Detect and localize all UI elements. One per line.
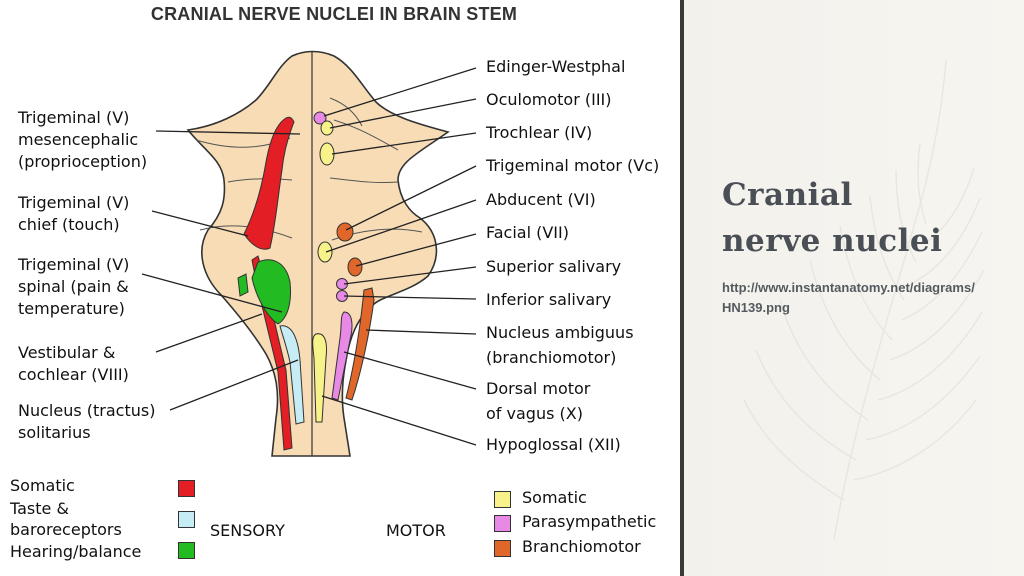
leader-line (355, 233, 477, 267)
label-edinger-westphal: Edinger-Westphal (486, 57, 626, 76)
contour-line (329, 177, 399, 184)
label-vestibular-cochlear: Vestibular & cochlear (VIII) (18, 343, 129, 384)
legend-swatch-branchiomotor (494, 540, 511, 557)
label-trigeminal-chief: Trigeminal (V) chief (touch) (18, 193, 130, 234)
leader-line (151, 210, 249, 237)
leader-line (345, 165, 477, 231)
vestibular-cochlear-nucleus (251, 259, 291, 325)
label-abducent: Abducent (VI) (486, 190, 596, 209)
label-trochlear: Trochlear (IV) (486, 123, 593, 142)
legend-swatch-parasympathetic (494, 515, 511, 532)
label-trigeminal-motor: Trigeminal motor (Vc) (486, 156, 660, 175)
label-oculomotor: Oculomotor (III) (486, 90, 612, 109)
legend-swatch-somatic-motor (494, 491, 511, 508)
dorsal-motor-vagus-nucleus (331, 311, 353, 401)
trigeminal-mesencephalic-nucleus (243, 116, 295, 250)
legend-sensory-hearing-label: Hearing/balance (10, 542, 142, 561)
slide-title-line-1: Cranial (722, 177, 853, 213)
contour-line (329, 97, 363, 127)
legend-motor-branchiomotor-label: Branchiomotor (522, 537, 641, 556)
source-link[interactable]: http://www.instantanatomy.net/diagrams/H… (722, 280, 975, 315)
diagram-title: CRANIAL NERVE NUCLEI IN BRAIN STEM (150, 4, 518, 24)
feather-watermark (743, 59, 985, 541)
leader-line (323, 67, 477, 117)
trochlear-nucleus (319, 142, 335, 166)
label-facial: Facial (VII) (486, 223, 569, 242)
legend-swatch-hearing (178, 542, 195, 559)
contour-line (199, 225, 293, 239)
leader-line (343, 266, 477, 285)
legend-motor-somatic-label: Somatic (522, 488, 587, 507)
diagram-panel: CRANIAL NERVE NUCLEI IN BRAIN STEM (10, 4, 660, 561)
leader-line (365, 329, 477, 335)
solitary-nucleus (279, 325, 305, 425)
leader-line (155, 130, 301, 135)
legend-sensory-somatic-label: Somatic (10, 476, 75, 495)
legend-swatch-taste (178, 511, 195, 528)
leader-line (329, 98, 477, 129)
edinger-westphal-nucleus (313, 111, 327, 125)
contour-line (333, 119, 399, 151)
nucleus-ambiguus (345, 287, 375, 401)
label-nucleus-ambiguus: Nucleus ambiguus (branchiomotor) (486, 323, 634, 367)
legend-motor-heading: MOTOR (386, 521, 446, 540)
label-dorsal-motor-vagus: Dorsal motor of vagus (X) (486, 379, 591, 423)
label-trigeminal-mesencephalic: Trigeminal (V) mesencephalic (propriocep… (18, 108, 148, 171)
facial-nucleus (347, 257, 363, 277)
leader-line (343, 351, 477, 390)
leader-line (331, 132, 477, 155)
legend-sensory-heading: SENSORY (210, 521, 285, 540)
label-trigeminal-spinal: Trigeminal (V) spinal (pain & temperatur… (18, 255, 130, 318)
abducent-nucleus (317, 241, 333, 263)
leader-line (155, 313, 263, 353)
leader-line (343, 295, 477, 300)
label-superior-salivary: Superior salivary (486, 257, 622, 276)
trigeminal-motor-nucleus (336, 222, 354, 242)
label-inferior-salivary: Inferior salivary (486, 290, 612, 309)
leader-line (141, 273, 283, 313)
contour-line (227, 178, 293, 183)
brainstem-illustration (141, 50, 477, 457)
leader-line (169, 359, 299, 411)
leader-line (321, 395, 477, 446)
legend-sensory-taste-label: Taste & baroreceptors (10, 499, 122, 539)
label-nucleus-solitarius: Nucleus (tractus) solitarius (18, 401, 156, 442)
label-hypoglossal: Hypoglossal (XII) (486, 435, 621, 454)
slide-title: Cranial nerve nuclei (722, 172, 942, 264)
panel-divider (680, 0, 684, 576)
vestibular-small-nucleus (237, 273, 249, 297)
slide-title-line-2: nerve nuclei (722, 223, 943, 259)
legend-swatch-somatic-sensory (178, 480, 195, 497)
hypoglossal-nucleus (312, 333, 327, 423)
side-panel: Cranial nerve nuclei http://www.instanta… (684, 0, 1024, 576)
leader-line (325, 199, 477, 253)
legend-motor-parasympathetic-label: Parasympathetic (522, 512, 657, 531)
